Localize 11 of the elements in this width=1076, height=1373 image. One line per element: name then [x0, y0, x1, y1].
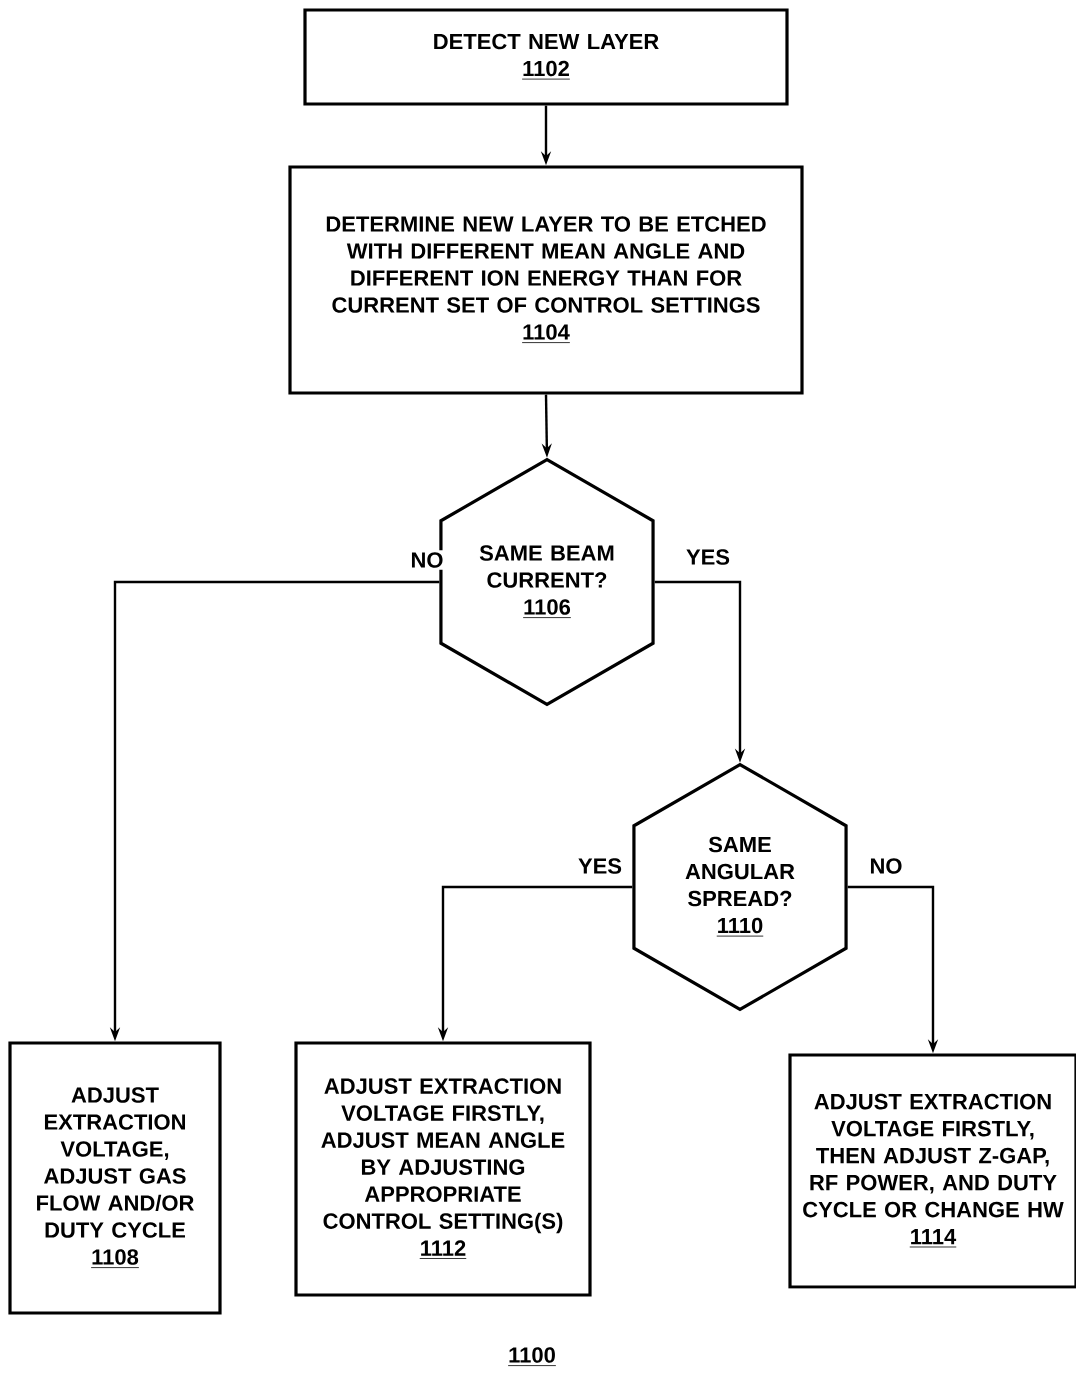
process-box: ADJUST EXTRACTION VOLTAGE FIRSTLY, THEN ADJUST Z-GAP, RF POWER, AND DUTY CYCLE OR CHANGE HW 1114	[788, 1053, 1076, 1289]
process-box: ADJUST EXTRACTION VOLTAGE, ADJUST GAS FLOW AND/OR DUTY CYCLE 1108	[8, 1041, 222, 1315]
edge-label: NO	[408, 550, 446, 570]
decision-hexagon: SAME ANGULAR SPREAD? 1110	[632, 762, 848, 1012]
process-box: DETECT NEW LAYER 1102	[303, 8, 789, 106]
edge-label: YES	[576, 856, 624, 876]
edge-label: NO	[867, 856, 905, 876]
process-box: DETERMINE NEW LAYER TO BE ETCHED WITH DIFFERENT MEAN ANGLE AND DIFFERENT ION ENERGY THAN FOR CURRENT SET OF CONTROL SETTINGS 1104	[288, 165, 804, 395]
figure-number: 1100	[507, 1347, 557, 1366]
process-box: ADJUST EXTRACTION VOLTAGE FIRSTLY, ADJUST MEAN ANGLE BY ADJUSTING APPROPRIATE CONTROL SETTING(S) 1112	[294, 1041, 592, 1297]
edge-label: YES	[684, 547, 732, 567]
